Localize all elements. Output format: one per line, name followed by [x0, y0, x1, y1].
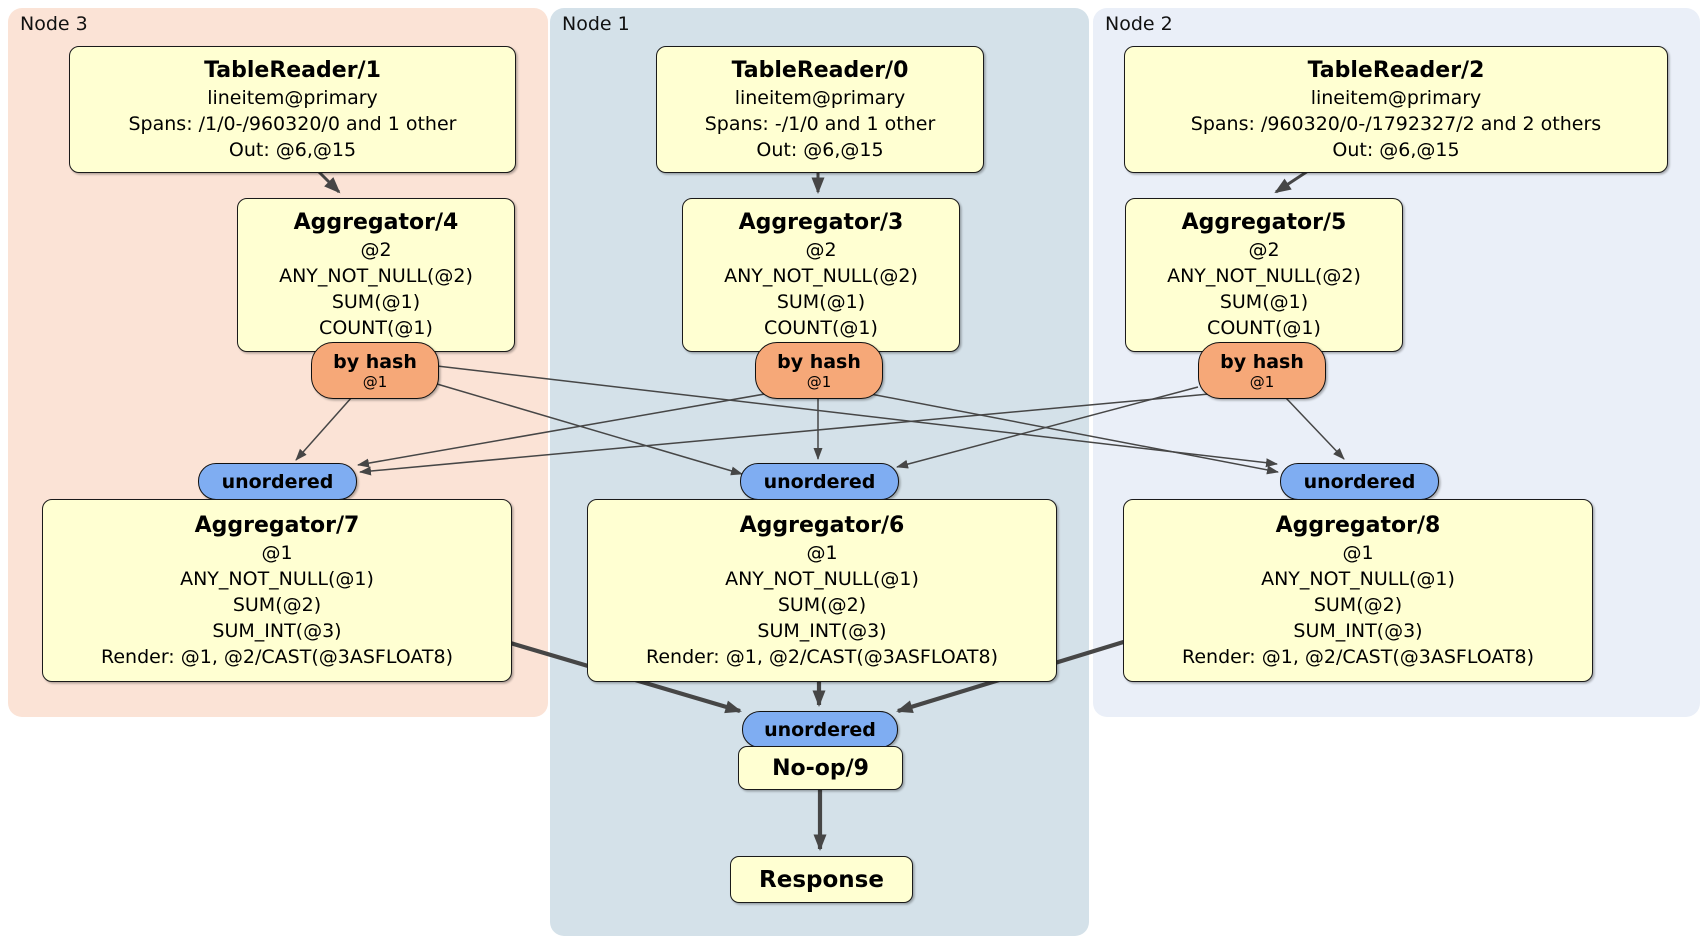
- node1-label: Node 1: [562, 13, 630, 35]
- detail-line: ANY_NOT_NULL(@1): [180, 567, 374, 590]
- edge-tablereader1-to-aggregator4: [316, 169, 341, 194]
- detail-line: Spans: -/1/0 and 1 other: [704, 112, 936, 135]
- detail-line: Out: @6,@15: [228, 138, 357, 161]
- router-by-hash-3: by hash @1: [755, 342, 883, 399]
- router-stream: @1: [806, 372, 832, 391]
- edge-hash3-to-unordered7: [357, 390, 783, 468]
- detail-line: lineitem@primary: [207, 86, 378, 109]
- detail-line: @1: [806, 541, 838, 564]
- node3-label: Node 3: [20, 13, 88, 35]
- edge-hash3-to-unordered8: [854, 390, 1279, 475]
- response-box: Response: [730, 856, 913, 903]
- processor-title: Aggregator/8: [1275, 512, 1441, 538]
- detail-line: @1: [261, 541, 293, 564]
- node2-label: Node 2: [1105, 13, 1173, 35]
- processor-title: Aggregator/3: [738, 210, 904, 235]
- router-by-hash-5: by hash @1: [1198, 342, 1326, 399]
- edge-hash5-to-unordered7: [359, 392, 1221, 476]
- processor-title: Aggregator/7: [194, 512, 360, 538]
- edge-hash5-to-unordered6: [896, 386, 1199, 469]
- detail-line: SUM(@2): [232, 593, 322, 616]
- router-label: by hash: [777, 350, 861, 373]
- edge-hash4-to-unordered7: [295, 396, 353, 461]
- edge-hash4-to-unordered8: [436, 365, 1278, 468]
- router-label: by hash: [333, 350, 417, 373]
- processor-noop-9: No-op/9: [738, 746, 903, 790]
- detail-line: ANY_NOT_NULL(@2): [1167, 265, 1361, 287]
- detail-line: Out: @6,@15: [1332, 138, 1460, 161]
- processor-title: Aggregator/5: [1181, 210, 1347, 235]
- detail-line: SUM_INT(@3): [212, 619, 342, 642]
- processor-title: TableReader/1: [204, 57, 381, 83]
- detail-line: Spans: /1/0-/960320/0 and 1 other: [128, 112, 457, 135]
- detail-line: SUM(@1): [1219, 291, 1309, 313]
- sync-unordered-7: unordered: [198, 463, 357, 500]
- processor-title: Aggregator/4: [293, 210, 459, 235]
- processor-title: TableReader/2: [1307, 57, 1485, 83]
- detail-line: ANY_NOT_NULL(@1): [1261, 567, 1455, 590]
- router-stream: @1: [1249, 372, 1275, 391]
- detail-line: ANY_NOT_NULL(@1): [725, 567, 919, 590]
- router-stream: @1: [362, 372, 388, 391]
- detail-line: SUM(@1): [331, 291, 421, 313]
- edge-tablereader2-to-aggregator5: [1274, 169, 1309, 194]
- detail-line: COUNT(@1): [764, 317, 878, 339]
- detail-line: ANY_NOT_NULL(@2): [279, 265, 473, 287]
- detail-line: SUM_INT(@3): [757, 619, 887, 642]
- detail-line: @1: [1342, 541, 1374, 564]
- detail-line: SUM_INT(@3): [1293, 619, 1423, 642]
- detail-line: Spans: /960320/0-/1792327/2 and 2 others: [1190, 112, 1602, 135]
- router-by-hash-4: by hash @1: [311, 342, 439, 399]
- detail-line: ANY_NOT_NULL(@2): [724, 265, 918, 287]
- detail-line: @2: [1248, 239, 1280, 261]
- detail-line: lineitem@primary: [1310, 86, 1482, 109]
- detail-line: Render: @1, @2/CAST(@3ASFLOAT8): [1182, 645, 1534, 668]
- detail-line: @2: [360, 239, 392, 261]
- detail-line: @2: [805, 239, 837, 261]
- detail-line: SUM(@1): [776, 291, 866, 313]
- detail-line: SUM(@2): [777, 593, 867, 616]
- detail-line: lineitem@primary: [734, 86, 906, 109]
- detail-line: Render: @1, @2/CAST(@3ASFLOAT8): [646, 645, 998, 668]
- edge-hash5-to-unordered8: [1285, 397, 1345, 460]
- detail-line: SUM(@2): [1313, 593, 1403, 616]
- detail-line: COUNT(@1): [319, 317, 433, 339]
- processor-title: TableReader/0: [731, 57, 909, 83]
- processor-title: Aggregator/6: [739, 512, 905, 538]
- sync-unordered-9: unordered: [742, 711, 898, 748]
- edge-hash4-to-unordered6: [436, 383, 743, 476]
- detail-line: COUNT(@1): [1207, 317, 1321, 339]
- sync-unordered-8: unordered: [1280, 463, 1439, 500]
- detail-line: Out: @6,@15: [756, 138, 884, 161]
- detail-line: Render: @1, @2/CAST(@3ASFLOAT8): [101, 645, 453, 668]
- router-label: by hash: [1220, 350, 1304, 373]
- sync-unordered-6: unordered: [740, 463, 899, 500]
